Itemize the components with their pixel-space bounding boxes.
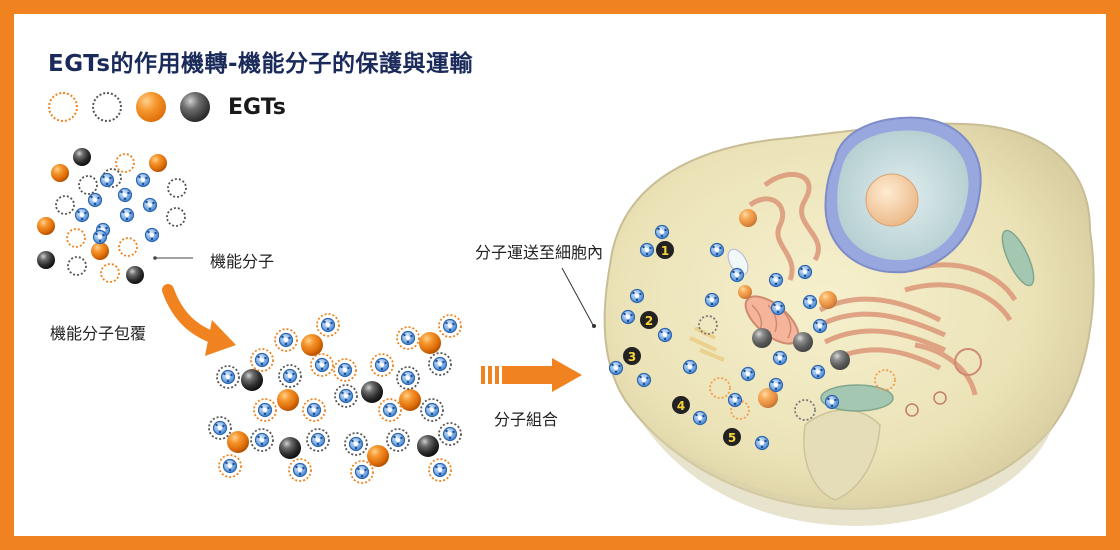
step-1-label: 1: [661, 244, 669, 258]
step-markers: 1 2 3 4 5: [623, 241, 741, 446]
functional-molecule-label: 機能分子: [210, 252, 275, 271]
dark-ring-icon: [92, 92, 122, 122]
combination-label: 分子組合: [494, 410, 559, 429]
transport-label: 分子運送至細胞內: [475, 243, 604, 262]
dark-sphere-icon: [180, 92, 210, 122]
coating-label: 機能分子包覆: [50, 324, 147, 343]
legend-label: EGTs: [228, 94, 286, 120]
molecule-cluster: [37, 148, 187, 284]
step-4-label: 4: [677, 399, 685, 413]
cell-illustration: [603, 116, 1095, 526]
mechanism-illustration: 1 2 3 4 5: [37, 110, 1100, 530]
step-2-label: 2: [645, 314, 653, 328]
orange-ring-icon: [48, 92, 78, 122]
page-title: EGTs的作用機轉-機能分子的保護與運輸: [48, 51, 474, 77]
legend: EGTs: [48, 90, 286, 124]
step-3-label: 3: [628, 350, 636, 364]
orange-sphere-icon: [136, 92, 166, 122]
straight-arrow: [481, 358, 582, 392]
step-5-label: 5: [728, 431, 736, 445]
coated-molecule-groups: [208, 313, 462, 484]
